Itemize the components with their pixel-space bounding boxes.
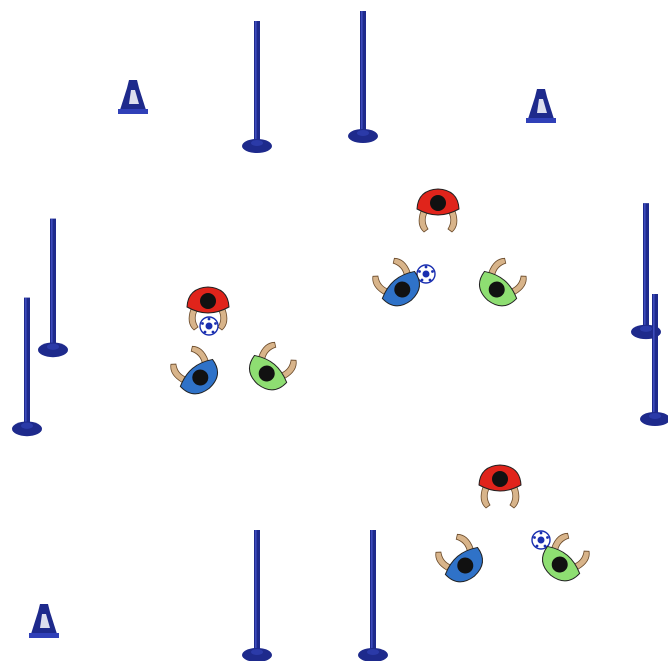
slalom-pole-icon — [38, 219, 68, 358]
player-group — [166, 287, 302, 402]
slalom-pole-icon — [12, 298, 42, 437]
slalom-pole-icon — [242, 21, 272, 153]
player-blue — [431, 530, 491, 590]
player-group — [431, 465, 595, 590]
slalom-pole-icon — [348, 11, 378, 143]
player-green — [242, 338, 302, 398]
slalom-pole-icon — [358, 530, 388, 661]
player-blue — [166, 342, 226, 402]
marker-cone-icon — [526, 89, 556, 123]
player-red — [417, 189, 459, 232]
slalom-pole-icon — [242, 530, 272, 661]
soccer-ball-icon — [417, 265, 435, 283]
marker-cone-icon — [118, 80, 148, 114]
player-red — [479, 465, 521, 508]
player-green — [472, 254, 532, 314]
marker-cone-icon — [29, 604, 59, 638]
player-group — [368, 189, 532, 314]
player-blue — [368, 254, 428, 314]
soccer-ball-icon — [200, 317, 218, 335]
